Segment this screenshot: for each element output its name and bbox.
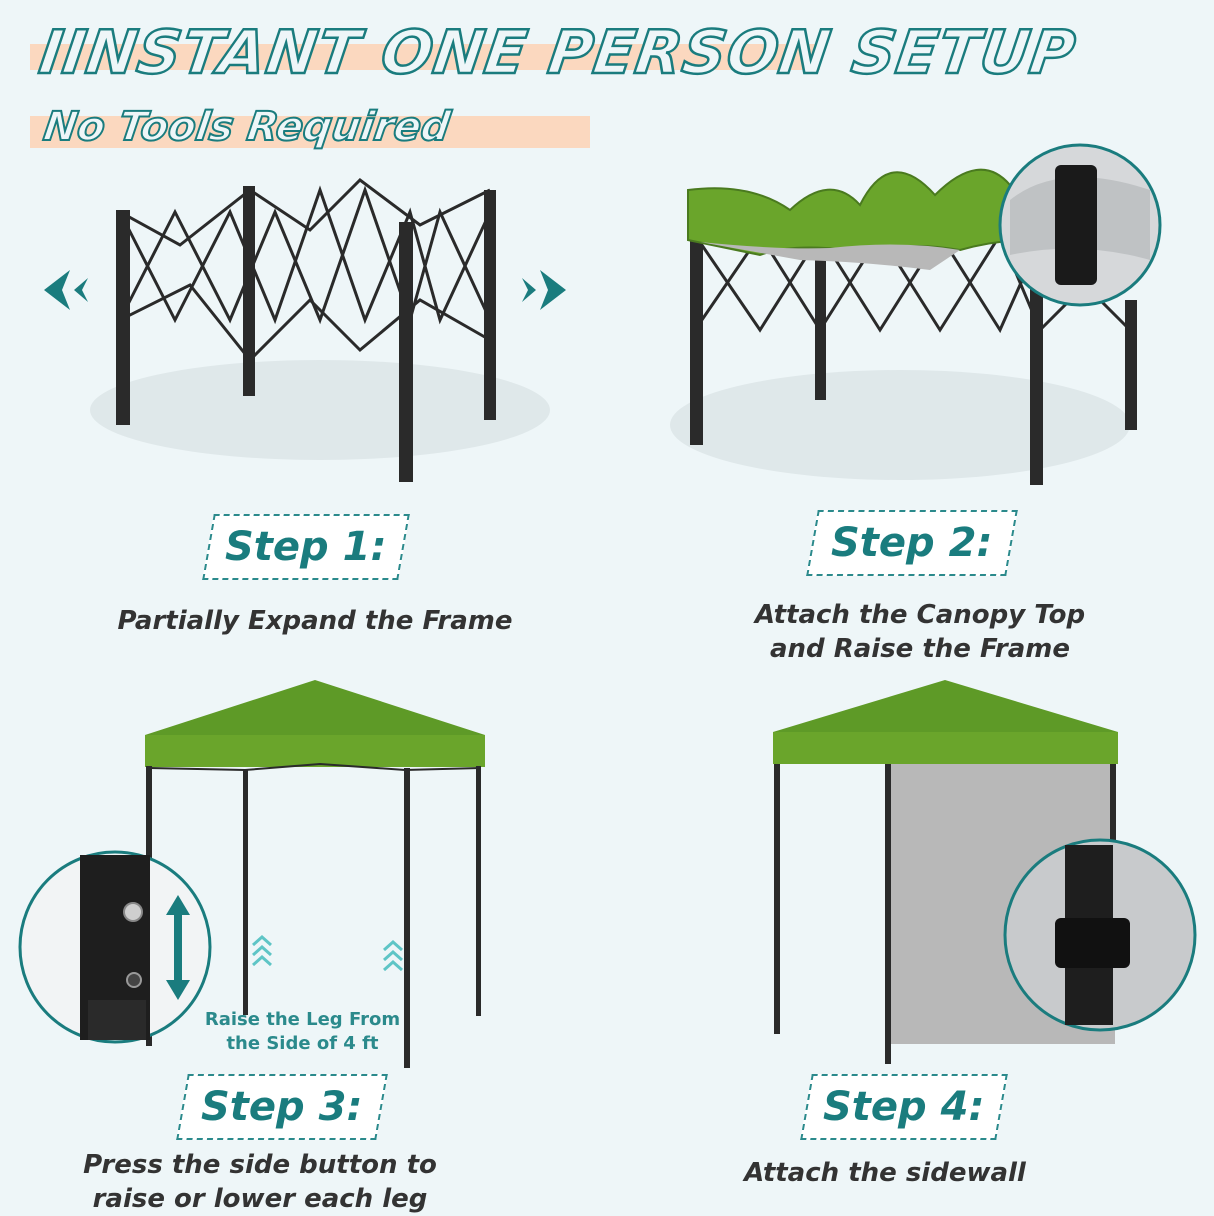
step1-leg	[399, 222, 413, 482]
step3-canopy-valance	[145, 735, 485, 767]
step3-leg-note: Raise the Leg From the Side of 4 ft	[190, 1008, 415, 1056]
right-arrows-icon	[522, 270, 566, 310]
step1-leg	[484, 190, 496, 420]
step1-shadow	[90, 360, 550, 460]
left-arrows-icon	[44, 270, 88, 310]
step3-label: Step 3:	[176, 1074, 388, 1140]
step2-leg	[690, 230, 703, 445]
push-button-icon	[123, 902, 143, 922]
step1-leg	[116, 210, 130, 425]
step2-description-line1: Attach the Canopy Top	[754, 600, 1086, 630]
step3-description: Press the side button to raise or lower …	[60, 1148, 460, 1216]
step1-description: Partially Expand the Frame	[117, 606, 513, 636]
step2-description: Attach the Canopy Top and Raise the Fram…	[700, 598, 1140, 666]
step1-leg	[243, 186, 255, 396]
step4-canopy-top	[773, 680, 1118, 732]
subtitle-highlight	[30, 116, 590, 148]
step2-label: Step 2:	[806, 510, 1018, 576]
step3-leg	[404, 768, 410, 1068]
velcro-strap-icon	[1055, 165, 1097, 285]
velcro-wrap-icon	[1055, 918, 1130, 968]
step4-label: Step 4:	[800, 1074, 1008, 1140]
step3-description-line2: raise or lower each leg	[92, 1184, 428, 1214]
step4-description: Attach the sidewall	[744, 1158, 1026, 1188]
step2-leg	[815, 260, 826, 400]
up-chevrons-icon	[252, 934, 272, 947]
step3-description-line1: Press the side button to	[83, 1150, 437, 1180]
up-down-arrow-icon	[166, 895, 190, 1000]
step4-leg	[885, 764, 891, 1064]
title-highlight	[30, 44, 820, 70]
step3-leg	[243, 770, 248, 1015]
step1-label: Step 1:	[202, 514, 410, 580]
step3-leg	[476, 766, 481, 1016]
step3-note-line1: Raise the Leg From	[204, 1009, 401, 1030]
up-chevrons-icon	[383, 939, 403, 952]
step3-note-line2: the Side of 4 ft	[226, 1033, 379, 1054]
step2-leg	[1030, 260, 1043, 485]
step4-leg	[774, 764, 780, 1034]
step2-leg	[1125, 300, 1137, 430]
step3-canopy-top	[145, 680, 485, 735]
step2-shadow	[670, 370, 1130, 480]
step4-canopy-valance	[773, 732, 1118, 764]
step2-description-line2: and Raise the Frame	[770, 634, 1070, 664]
